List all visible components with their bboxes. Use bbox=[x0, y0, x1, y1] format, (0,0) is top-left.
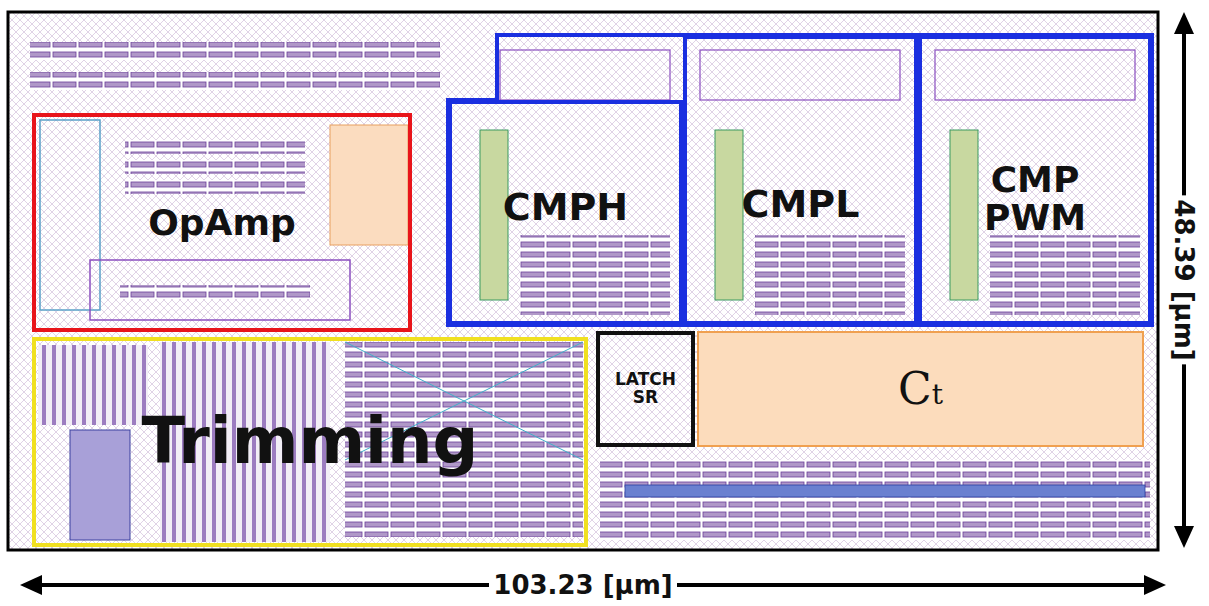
comparator-block: CMPL bbox=[683, 35, 918, 325]
trimming-block: Trimming bbox=[32, 337, 588, 547]
capacitor-block: Ct bbox=[697, 331, 1144, 447]
comparator-block: CMP PWM bbox=[918, 35, 1152, 325]
block-label: Trimming bbox=[142, 408, 479, 475]
dimension-label: 48.39 [µm] bbox=[1169, 195, 1199, 364]
opamp-block: OpAmp bbox=[32, 113, 412, 332]
block-label: Ct bbox=[898, 366, 943, 412]
block-label: OpAmp bbox=[148, 204, 296, 242]
latch-block: LATCH SR bbox=[596, 331, 695, 447]
block-label: LATCH SR bbox=[611, 371, 681, 407]
comparator-block: CMPH bbox=[448, 100, 683, 325]
block-label: CMPL bbox=[742, 185, 860, 225]
block-label: CMP PWM bbox=[970, 161, 1100, 237]
block-label: CMPH bbox=[503, 188, 628, 228]
dimension-label: 103.23 [µm] bbox=[489, 570, 676, 600]
